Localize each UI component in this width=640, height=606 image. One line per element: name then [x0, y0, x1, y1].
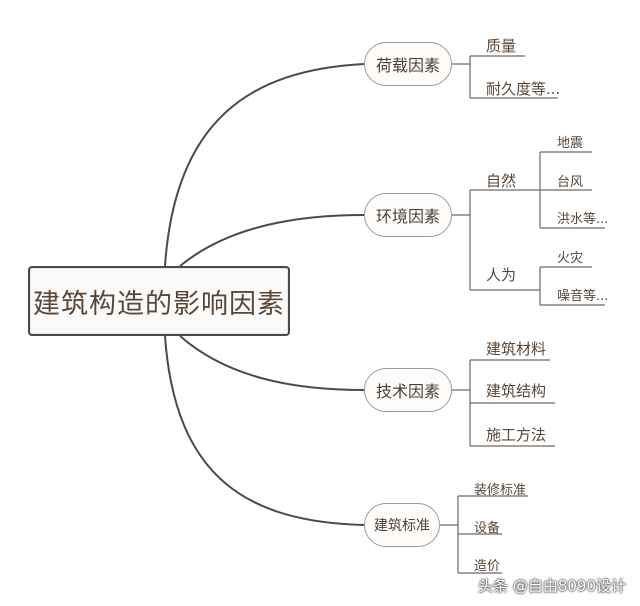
leaf-cost: 造价 [474, 559, 501, 574]
root-node: 建筑构造的影响因素 [28, 266, 290, 336]
group-natural: 自然 [486, 172, 517, 190]
leaf-fire: 火灾 [557, 251, 584, 266]
leaf-typhoon: 台风 [557, 175, 584, 190]
leaf-quality: 质量 [486, 37, 517, 55]
leaf-equipment: 设备 [474, 521, 501, 536]
group-human: 人为 [486, 266, 517, 284]
branch-environment-factors: 环境因素 [364, 193, 452, 237]
leaf-earthquake: 地震 [557, 136, 584, 151]
connector-root-environment [179, 214, 365, 267]
watermark-text: 头条 @自由8090设计 [478, 577, 626, 595]
leaf-building-materials: 建筑材料 [486, 340, 547, 358]
branch-building-standard: 建筑标准 [364, 503, 440, 547]
leaf-flood: 洪水等... [557, 212, 609, 227]
connector-root-load [164, 63, 365, 267]
connector-root-standard [164, 335, 365, 526]
leaf-decoration-standard: 装修标准 [474, 483, 527, 498]
leaf-noise: 噪音等... [557, 289, 609, 304]
leaf-durability: 耐久度等... [486, 80, 561, 98]
leaf-construction-method: 施工方法 [486, 426, 547, 444]
branch-load-factors: 荷载因素 [364, 42, 452, 86]
connector-root-technology [179, 335, 365, 391]
leaf-building-structure: 建筑结构 [486, 382, 547, 400]
branch-technology-factors: 技术因素 [364, 368, 452, 412]
